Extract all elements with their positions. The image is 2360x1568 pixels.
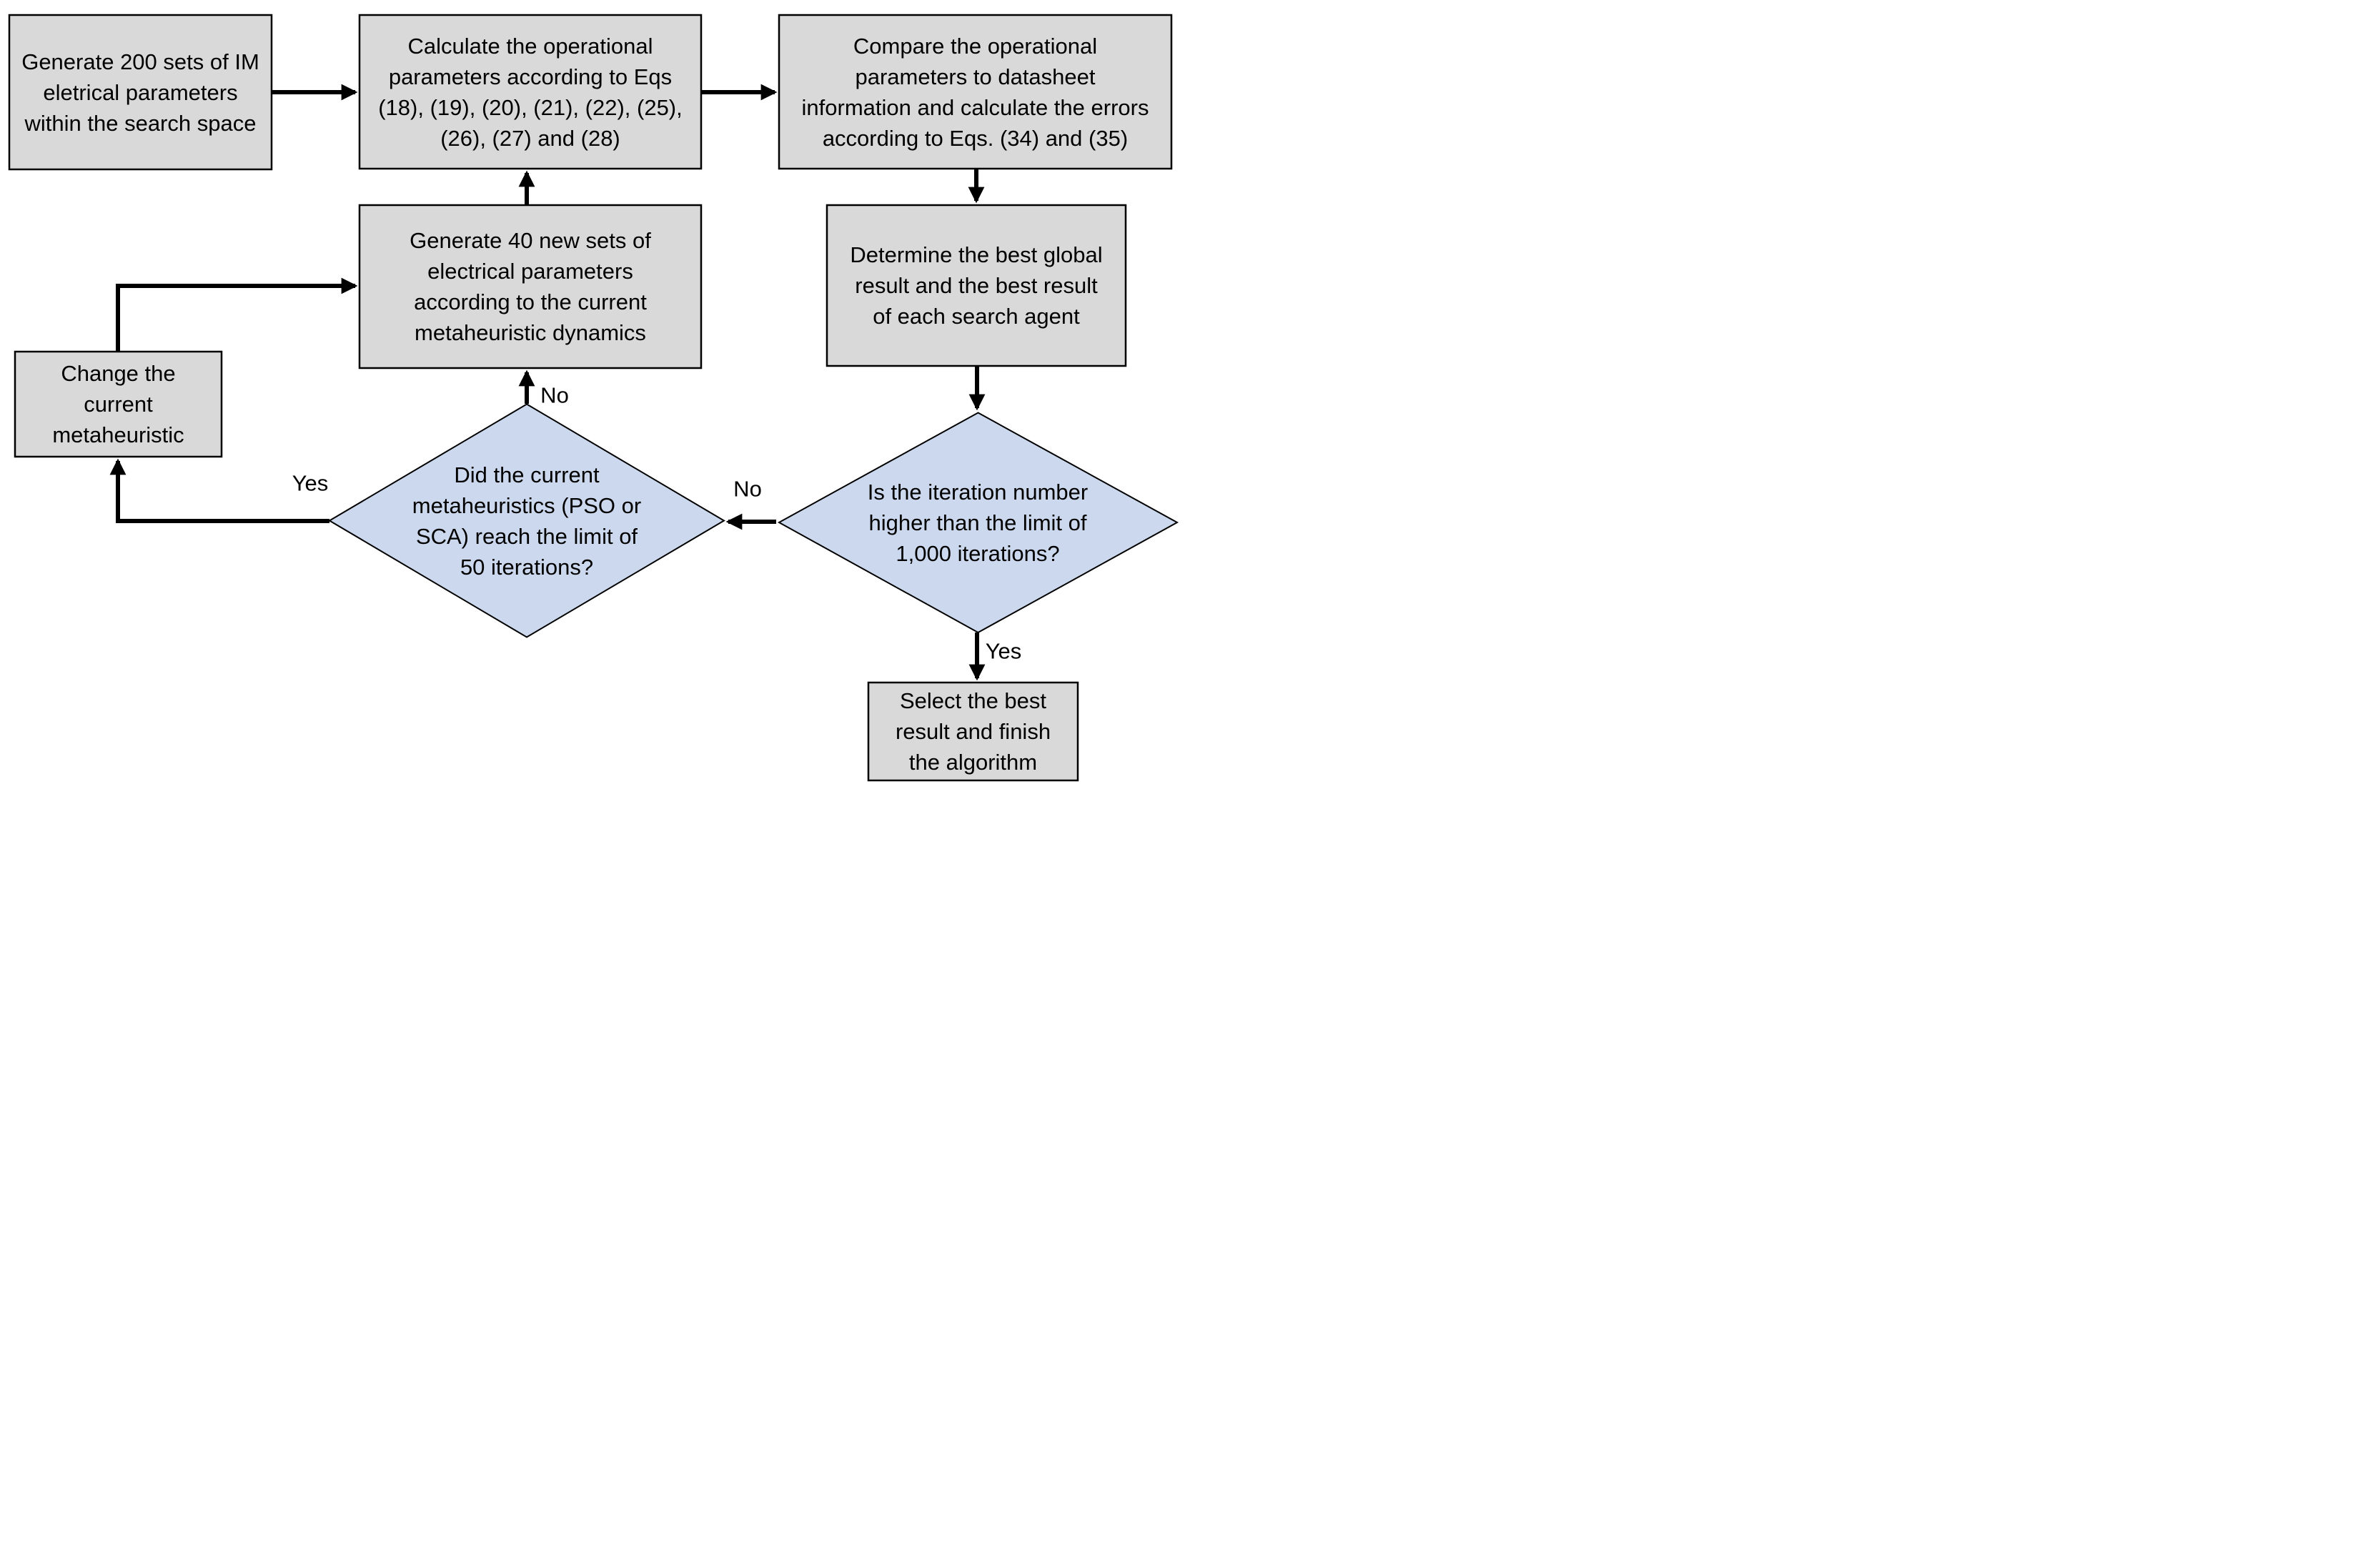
arrow-metaheuristic-decision-to-change bbox=[109, 458, 329, 523]
process-box-change-metaheuristic bbox=[14, 350, 223, 458]
process-box-generate-new-sets bbox=[358, 204, 703, 369]
decision-diamond-iteration-limit bbox=[777, 412, 1179, 634]
flowchart-shapes bbox=[8, 14, 1179, 782]
process-box-compare-operational bbox=[778, 14, 1173, 170]
process-box-calculate-operational bbox=[358, 14, 703, 170]
arrow-change-to-newsets bbox=[116, 277, 358, 352]
flowchart-canvas: Generate 200 sets of IM eletrical parame… bbox=[0, 0, 1180, 784]
process-box-select-best bbox=[867, 681, 1079, 782]
decision-diamond-metaheuristic-limit bbox=[328, 403, 725, 638]
process-box-determine-best bbox=[825, 204, 1127, 367]
process-box-generate-initial bbox=[8, 14, 273, 171]
